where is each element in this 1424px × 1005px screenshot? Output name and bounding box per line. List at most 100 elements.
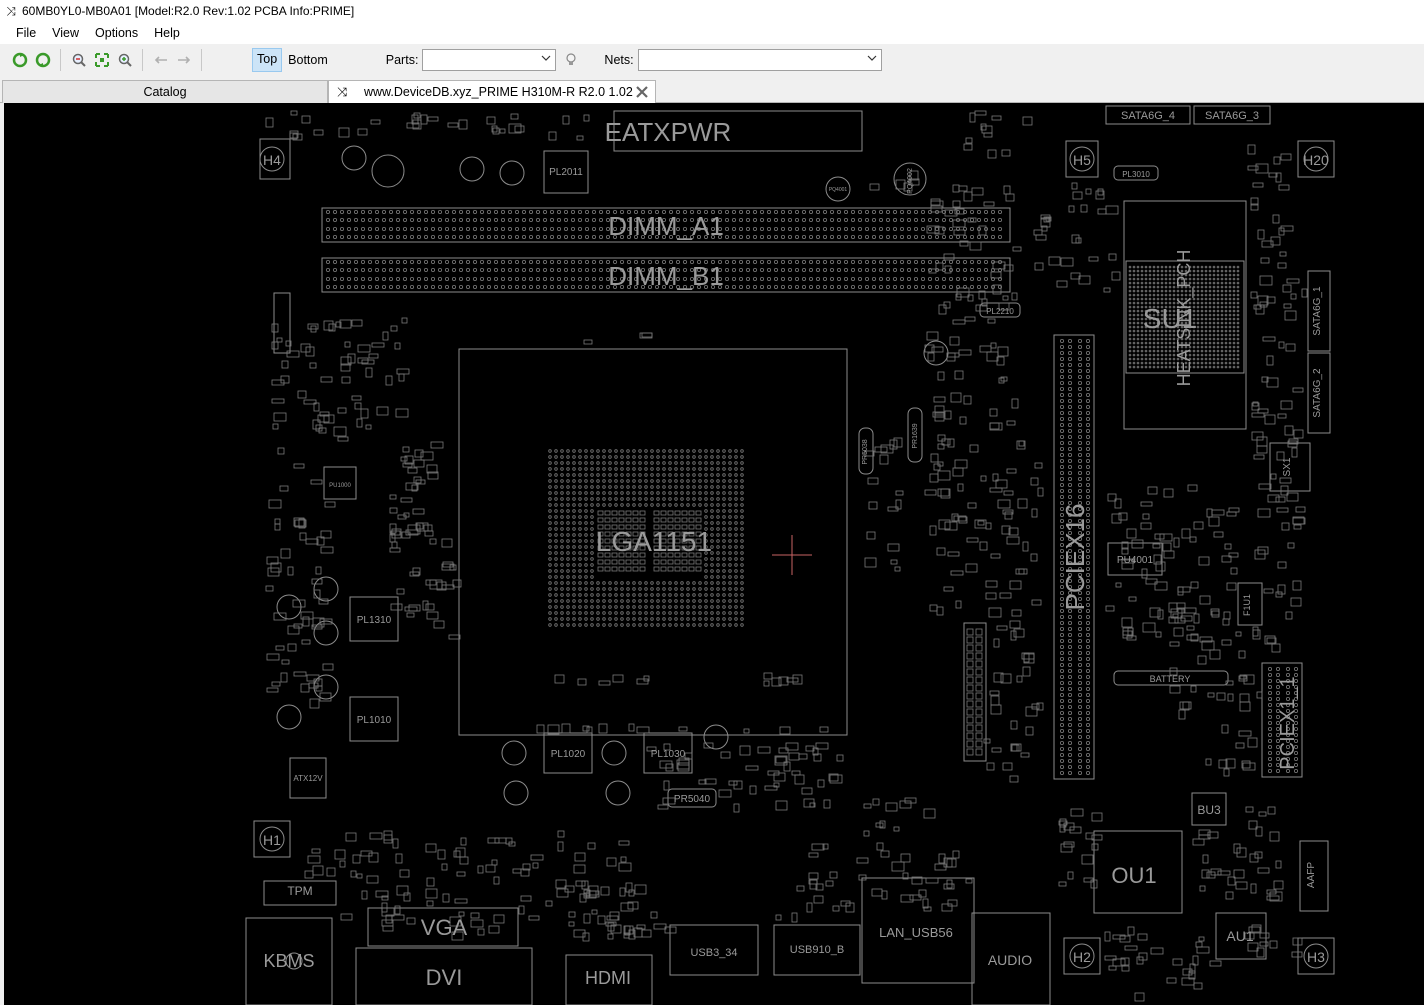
- parts-combobox[interactable]: [422, 49, 557, 71]
- pch-heatsink: [1123, 200, 1247, 430]
- zoom-in-icon[interactable]: [114, 49, 136, 71]
- sata2-connector: [1307, 352, 1331, 434]
- pr1639-resistor: [907, 407, 923, 463]
- top-side-button[interactable]: Top: [252, 48, 283, 72]
- tab-document-icon: ⤨: [337, 85, 348, 99]
- vga-connector: [367, 907, 519, 947]
- pl1030-label: PL1030: [651, 749, 686, 760]
- close-icon[interactable]: [635, 85, 649, 99]
- atx12v-label: ATX12V: [293, 774, 323, 783]
- pcie-pin-rows: [966, 338, 1299, 776]
- tpm-header: [263, 880, 337, 906]
- lan-usb56-label: LAN_USB56: [879, 925, 953, 940]
- window-title: 60MB0YL0-MB0A01 [Model:R2.0 Rev:1.02 PCB…: [22, 4, 355, 18]
- pl3010-label: PL3010: [1122, 170, 1150, 179]
- pq1314-choke: [313, 620, 339, 646]
- pu4001-label: PU4001: [1117, 555, 1154, 566]
- aafp-label: AAFP: [1306, 862, 1317, 888]
- zoom-out-icon[interactable]: [68, 49, 90, 71]
- h4-label: H4: [263, 152, 281, 168]
- aafp-header: [1299, 840, 1329, 912]
- back-arrow-icon[interactable]: [150, 49, 172, 71]
- sata3-label: SATA6G_3: [1205, 110, 1259, 122]
- pciex1-slot: [1261, 662, 1303, 778]
- toolbar-separator: [142, 49, 143, 71]
- side-header: [273, 292, 291, 354]
- pch-ball-grid: [1128, 265, 1240, 369]
- refresh-green-alt-icon[interactable]: [32, 49, 54, 71]
- pl2011-inductor: [543, 150, 589, 194]
- fit-view-icon[interactable]: [91, 49, 113, 71]
- pq4500-choke: [341, 145, 367, 171]
- pl1010-label: PL1010: [357, 715, 392, 726]
- battery-holder: [1113, 670, 1229, 686]
- bottom-side-button[interactable]: Bottom: [288, 53, 328, 67]
- menu-file[interactable]: File: [16, 26, 37, 40]
- menu-bar: File View Options Help: [0, 22, 1424, 44]
- usb34-label: USB3_34: [690, 947, 737, 959]
- kbms-label: KBMS: [263, 951, 314, 971]
- atx12v-connector: [289, 757, 327, 799]
- cpu-socket-label: LGA1151: [596, 526, 712, 557]
- menu-help[interactable]: Help: [154, 26, 180, 40]
- bu3-label: BU3: [1197, 803, 1221, 817]
- menu-options[interactable]: Options: [95, 26, 139, 40]
- cpu-pad-grid: [548, 449, 744, 627]
- lan-usb56-connector: [861, 877, 975, 984]
- usb910-label: USB910_B: [790, 944, 844, 956]
- h5-hole-frame: [1065, 140, 1099, 178]
- nets-label: Nets:: [604, 53, 634, 67]
- dimm-a1-slot: [321, 207, 1011, 243]
- hdmi-label: HDMI: [585, 968, 631, 988]
- h2-mounting-hole: [1069, 943, 1095, 969]
- lightbulb-icon[interactable]: [560, 49, 582, 71]
- pq2011-choke: [459, 156, 485, 182]
- dimm-b1-label: DIMM_B1: [608, 261, 724, 291]
- sata1-label: SATA6G_1: [1312, 286, 1323, 336]
- toolbar: Top Bottom Parts: Nets:: [0, 44, 1424, 76]
- su1-label: SU1: [1143, 303, 1197, 334]
- sata3-connector: [1193, 105, 1271, 125]
- tab-document-label: www.DeviceDB.xyz_PRIME H310M-R R2.0 1.02: [364, 85, 633, 99]
- vga-label: VGA: [421, 915, 468, 940]
- nets-combobox[interactable]: [637, 49, 882, 71]
- pq1032-choke: [601, 740, 627, 766]
- pq4001-choke: [825, 176, 851, 202]
- menu-view[interactable]: View: [52, 26, 80, 40]
- battery-label: BATTERY: [1150, 674, 1191, 684]
- pq4002-choke: [893, 162, 927, 196]
- h20-mounting-hole: [1303, 146, 1329, 172]
- kbms-port: [285, 952, 303, 970]
- pr1639-label: PR1639: [912, 423, 919, 448]
- h5-mounting-hole: [1069, 146, 1095, 172]
- pl1010-inductor: [349, 696, 399, 742]
- forward-arrow-icon[interactable]: [173, 49, 195, 71]
- pu1000-chip: [323, 466, 357, 500]
- refresh-green-icon[interactable]: [9, 49, 31, 71]
- toolbar-separator: [201, 49, 202, 71]
- chevron-down-icon: [867, 55, 877, 61]
- hdmi-connector: [565, 954, 653, 1005]
- dimm-a1-label: DIMM_A1: [608, 211, 724, 241]
- audio-connector: [971, 912, 1051, 1005]
- tab-catalog-label: Catalog: [143, 85, 187, 99]
- h3-label: H3: [1307, 949, 1325, 965]
- pq4501-choke: [371, 154, 405, 188]
- tab-bar: Catalog ⤨ www.DeviceDB.xyz_PRIME H310M-R…: [0, 78, 1424, 104]
- h3-hole-frame: [1297, 937, 1335, 975]
- parts-label: Parts:: [385, 53, 419, 67]
- tab-document[interactable]: ⤨ www.DeviceDB.xyz_PRIME H310M-R R2.0 1.…: [328, 80, 656, 104]
- pq1312-choke: [313, 576, 339, 602]
- pcb-board-view[interactable]: EATXPWR DIMM_A1 DIMM_B1 LGA1151 PCIEX16 …: [4, 103, 1424, 1005]
- pq4001-label: PQ4001: [829, 187, 848, 193]
- pr5040-label: PR5040: [674, 794, 711, 805]
- pcb-board-canvas[interactable]: EATXPWR DIMM_A1 DIMM_B1 LGA1151 PCIEX16 …: [4, 103, 1424, 1005]
- pl3010-inductor: [1113, 165, 1159, 181]
- h2-hole-frame: [1063, 937, 1101, 975]
- h2-label: H2: [1073, 949, 1091, 965]
- pq1031-choke: [605, 780, 631, 806]
- pl1310-label: PL1310: [357, 615, 392, 626]
- h20-label: H20: [1303, 152, 1329, 168]
- pch-chip: [1125, 260, 1245, 374]
- tab-catalog[interactable]: Catalog: [2, 80, 328, 103]
